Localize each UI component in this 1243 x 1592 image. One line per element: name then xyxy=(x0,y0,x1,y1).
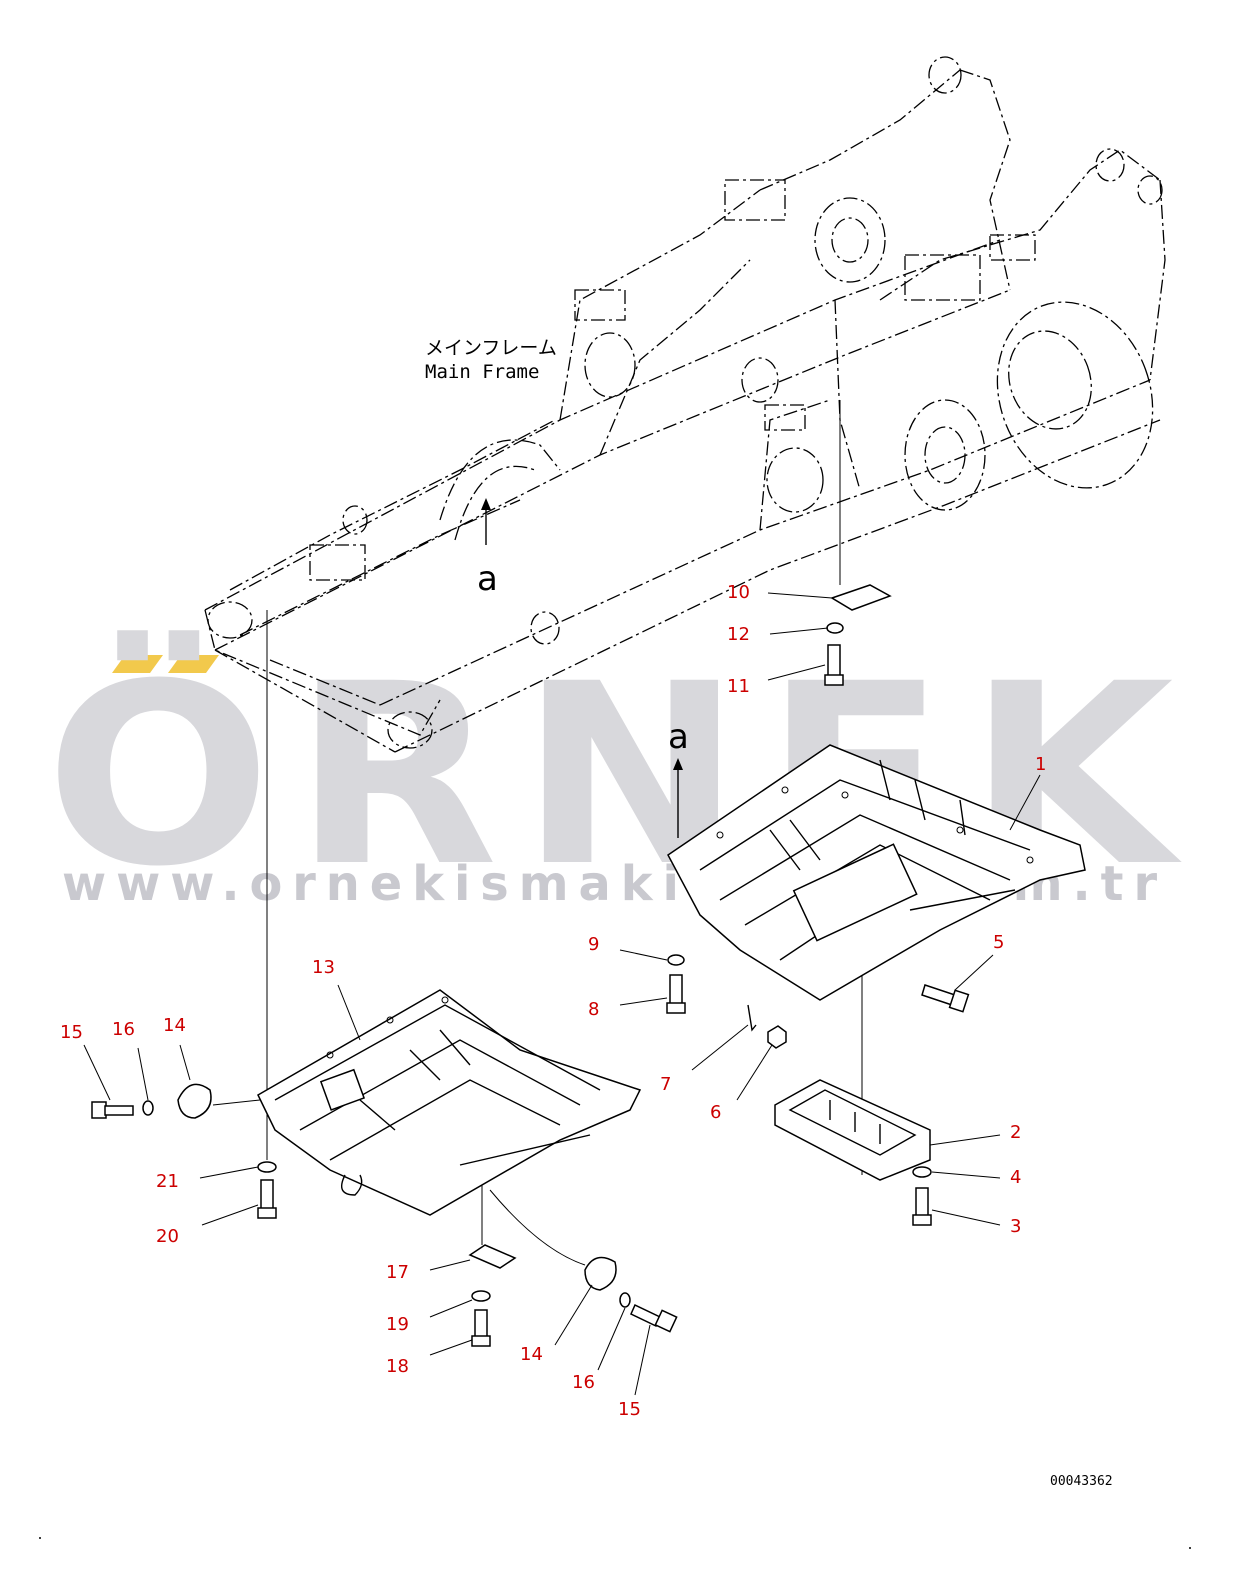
bolt-8 xyxy=(669,974,683,1006)
callout-7: 7 xyxy=(660,1074,671,1095)
callout-13: 13 xyxy=(312,957,335,978)
nut-6 xyxy=(767,1025,787,1049)
undercover-left xyxy=(257,989,642,1216)
main-frame-label-en: Main Frame xyxy=(425,361,539,383)
view-marker-guard: a xyxy=(668,717,689,838)
callout-2: 2 xyxy=(1010,1122,1021,1143)
cap-14-right xyxy=(584,1256,617,1291)
view-arrow-up-icon xyxy=(673,758,683,770)
main-frame-label-ja: メインフレーム xyxy=(425,337,557,359)
view-marker-frame: a xyxy=(477,498,498,599)
bracket-part-2 xyxy=(774,1079,931,1181)
view-arrow-up-icon xyxy=(481,498,491,510)
callout-4: 4 xyxy=(1010,1167,1021,1188)
callout-5: 5 xyxy=(993,932,1004,953)
callout-3: 3 xyxy=(1010,1216,1021,1237)
main-frame-drawing xyxy=(204,56,1166,753)
callout-21: 21 xyxy=(156,1171,179,1192)
callout-15-right: 15 xyxy=(618,1399,641,1420)
document-code: 00043362 xyxy=(1050,1474,1113,1489)
bolt-18 xyxy=(474,1309,488,1339)
bolt-11 xyxy=(827,644,841,678)
undercover-right xyxy=(667,744,1086,1001)
pin-7 xyxy=(747,1004,757,1032)
callout-9: 9 xyxy=(588,934,599,955)
watermark-accent-left xyxy=(112,655,163,673)
view-marker-frame-label: a xyxy=(477,559,498,599)
callout-12: 12 xyxy=(727,624,750,645)
cover-plate-10 xyxy=(830,584,892,611)
bolt-3 xyxy=(915,1187,929,1219)
callout-10: 10 xyxy=(727,582,750,603)
bolt-20 xyxy=(260,1179,274,1211)
bolt-5 xyxy=(921,984,956,1006)
fasteners xyxy=(91,584,970,1347)
plate-17 xyxy=(468,1244,517,1269)
leader-lines xyxy=(83,592,1041,1396)
bolt-15-right xyxy=(630,1303,661,1328)
callout-20: 20 xyxy=(156,1226,179,1247)
callout-17: 17 xyxy=(386,1262,409,1283)
washer-16-right xyxy=(619,1292,631,1308)
callout-6: 6 xyxy=(710,1102,721,1123)
callout-19: 19 xyxy=(386,1314,409,1335)
washer-21 xyxy=(257,1161,277,1173)
washer-19 xyxy=(471,1290,491,1302)
callout-18: 18 xyxy=(386,1356,409,1377)
watermark-accent-right xyxy=(168,655,219,673)
callout-11: 11 xyxy=(727,676,750,697)
main-frame-label: メインフレーム Main Frame xyxy=(425,337,557,383)
callout-14-left: 14 xyxy=(163,1015,186,1036)
callout-14-right: 14 xyxy=(520,1344,543,1365)
washer-12 xyxy=(826,622,844,634)
cap-14-left xyxy=(177,1083,212,1119)
view-marker-guard-label: a xyxy=(668,717,689,757)
callout-15-left: 15 xyxy=(60,1022,83,1043)
washer-16-left xyxy=(142,1100,154,1116)
washer-9 xyxy=(667,954,685,966)
callout-8: 8 xyxy=(588,999,599,1020)
callouts: 1 2 3 4 5 6 7 8 9 10 11 12 13 14 14 15 1… xyxy=(60,582,1046,1420)
bolt-15-left xyxy=(91,1101,107,1119)
callout-16-left: 16 xyxy=(112,1019,135,1040)
washer-4 xyxy=(912,1166,932,1178)
callout-16-right: 16 xyxy=(572,1372,595,1393)
callout-1: 1 xyxy=(1035,754,1046,775)
